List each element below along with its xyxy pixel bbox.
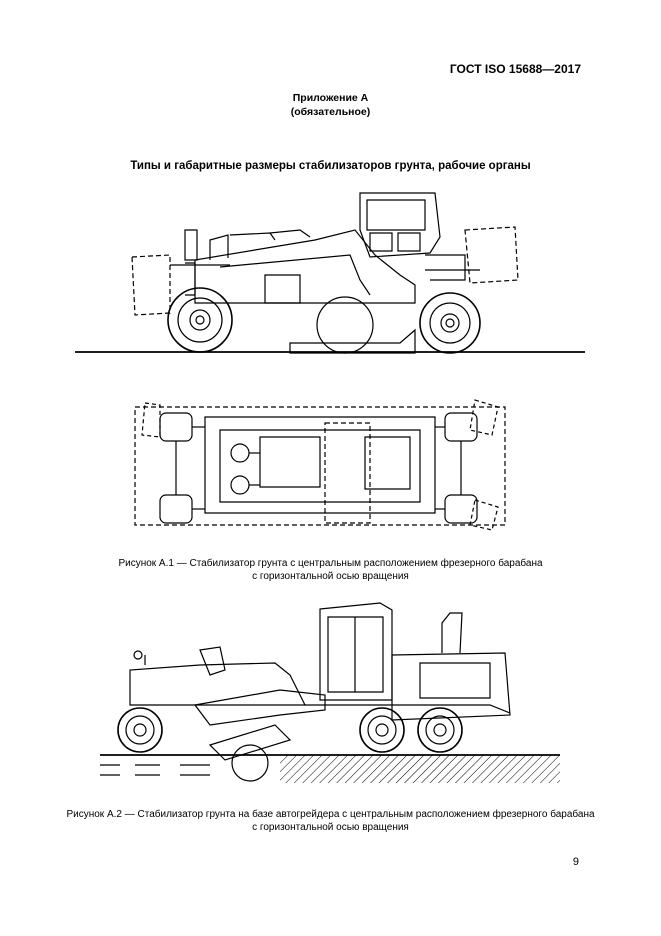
figure-a1-top-view (130, 395, 510, 535)
appendix-title: Приложение А (292, 92, 369, 104)
figure-a2-caption-line1: Рисунок А.2 — Стабилизатор грунта на баз… (66, 809, 595, 820)
appendix-status: (обязательное) (290, 106, 371, 118)
figure-a1-caption-line1: Рисунок А.1 — Стабилизатор грунта с цент… (118, 558, 543, 569)
appendix-heading: Приложение А (обязательное) (0, 91, 661, 119)
standard-number: ГОСТ ISO 15688—2017 (449, 62, 581, 76)
page-number: 9 (572, 856, 579, 868)
figure-a2-side-view (100, 595, 560, 783)
section-title: Типы и габаритные размеры стабилизаторов… (130, 160, 531, 172)
figure-a1-caption-line2: с горизонтальной осью вращения (252, 571, 409, 582)
figure-a2-caption-line2: с горизонтальной осью вращения (252, 822, 409, 833)
figure-a1-caption: Рисунок А.1 — Стабилизатор грунта с цент… (0, 557, 661, 583)
figure-a1-side-view (70, 185, 590, 360)
figure-a2-caption: Рисунок А.2 — Стабилизатор грунта на баз… (0, 808, 661, 834)
